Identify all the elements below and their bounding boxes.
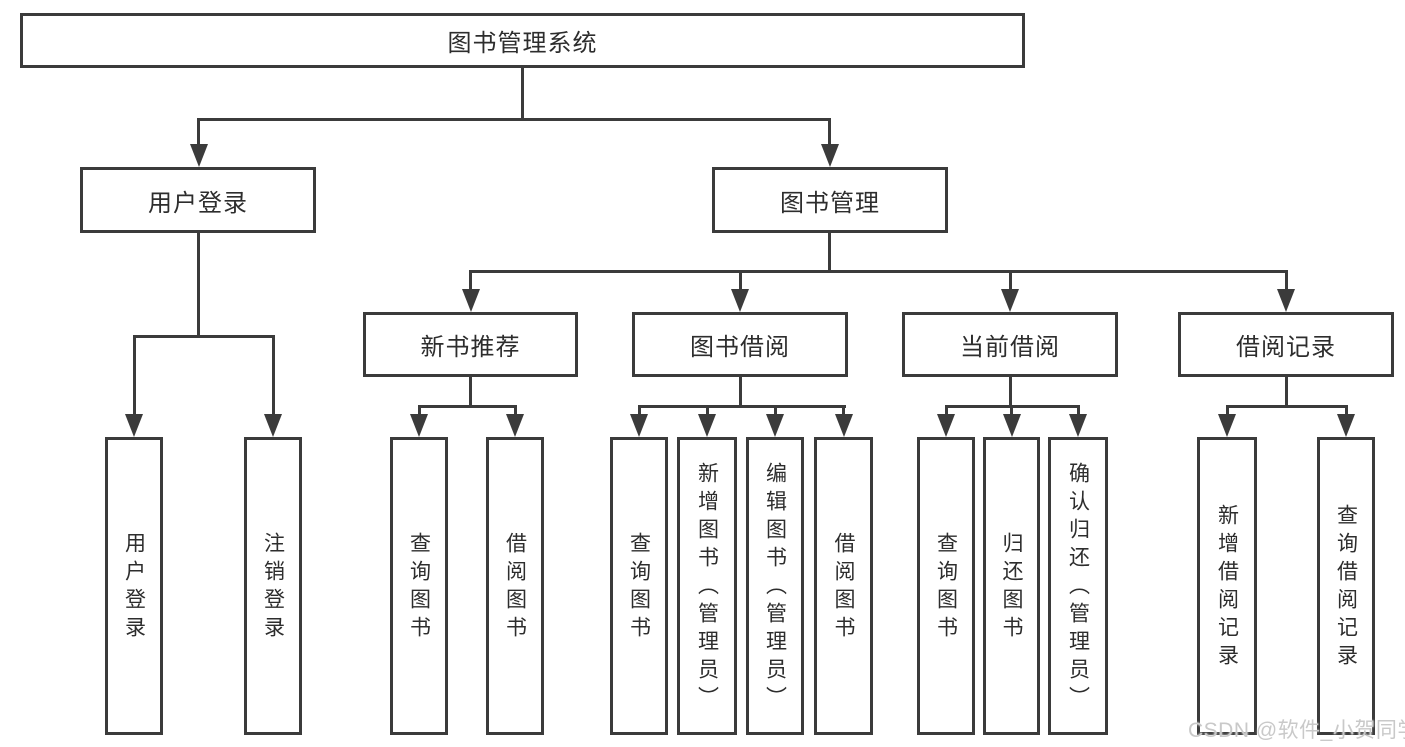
connector-stem <box>272 335 275 416</box>
connector-mgmt-bus <box>469 270 1288 273</box>
node-new-book-recommend: 新书推荐 <box>363 312 578 377</box>
connector-stem <box>1077 405 1080 416</box>
node-library-system: 图书管理系统 <box>20 13 1025 68</box>
arrow-down-icon <box>766 414 784 437</box>
connector-trunk <box>739 377 742 405</box>
leaf-edit-books-admin: 编辑图书（管理员） <box>746 437 804 735</box>
connector-login-trunk <box>197 233 200 335</box>
leaf-borrow-books: 借阅图书 <box>814 437 873 735</box>
connector-stem <box>1226 405 1229 416</box>
leaf-add-books-admin: 新增图书（管理员） <box>677 437 737 735</box>
arrow-down-icon <box>1001 289 1019 312</box>
arrow-down-icon <box>190 144 208 167</box>
node-book-management: 图书管理 <box>712 167 948 233</box>
leaf-query-books-recommend: 查询图书 <box>390 437 448 735</box>
connector-stem <box>638 405 641 416</box>
connector-stem <box>1345 405 1348 416</box>
connector-trunk <box>1009 377 1012 405</box>
connector-stem <box>1009 270 1012 291</box>
arrow-down-icon <box>1277 289 1295 312</box>
connector-stem <box>514 405 517 416</box>
leaf-add-borrow-record: 新增借阅记录 <box>1197 437 1257 735</box>
arrow-down-icon <box>731 289 749 312</box>
connector-bus <box>638 405 846 408</box>
connector-trunk <box>1285 377 1288 405</box>
arrow-down-icon <box>937 414 955 437</box>
arrow-down-icon <box>630 414 648 437</box>
arrow-down-icon <box>125 414 143 437</box>
leaf-query-books-borrow: 查询图书 <box>610 437 668 735</box>
connector-stem <box>1285 270 1288 291</box>
arrow-down-icon <box>1337 414 1355 437</box>
arrow-down-icon <box>1003 414 1021 437</box>
arrow-down-icon <box>821 144 839 167</box>
arrow-down-icon <box>698 414 716 437</box>
arrow-down-icon <box>835 414 853 437</box>
leaf-user-login: 用户登录 <box>105 437 163 735</box>
connector-stem <box>706 405 709 416</box>
connector-root-trunk <box>521 68 524 118</box>
arrow-down-icon <box>264 414 282 437</box>
leaf-confirm-return-admin: 确认归还（管理员） <box>1048 437 1108 735</box>
connector-stem <box>418 405 421 416</box>
leaf-logout-login: 注销登录 <box>244 437 302 735</box>
node-borrow-record: 借阅记录 <box>1178 312 1394 377</box>
connector-stem <box>1010 405 1013 416</box>
connector-stem <box>197 118 200 144</box>
connector-stem <box>842 405 845 416</box>
connector-root-bus <box>197 118 831 121</box>
connector-stem <box>739 270 742 291</box>
connector-stem <box>828 118 831 144</box>
connector-bus <box>1226 405 1348 408</box>
arrow-down-icon <box>1218 414 1236 437</box>
leaf-borrow-books-recommend: 借阅图书 <box>486 437 544 735</box>
connector-stem <box>469 270 472 291</box>
connector-stem <box>133 335 136 416</box>
connector-mgmt-trunk <box>828 233 831 270</box>
leaf-query-books-current: 查询图书 <box>917 437 975 735</box>
node-user-login: 用户登录 <box>80 167 316 233</box>
node-current-borrow: 当前借阅 <box>902 312 1118 377</box>
arrow-down-icon <box>410 414 428 437</box>
csdn-watermark: CSDN @软件_小贺同学 <box>1188 719 1405 742</box>
leaf-query-borrow-record: 查询借阅记录 <box>1317 437 1375 735</box>
arrow-down-icon <box>506 414 524 437</box>
arrow-down-icon <box>462 289 480 312</box>
arrow-down-icon <box>1069 414 1087 437</box>
leaf-return-books: 归还图书 <box>983 437 1040 735</box>
connector-stem <box>774 405 777 416</box>
node-book-borrow: 图书借阅 <box>632 312 848 377</box>
connector-trunk <box>469 377 472 405</box>
connector-login-bus <box>133 335 275 338</box>
connector-bus <box>418 405 517 408</box>
connector-stem <box>945 405 948 416</box>
